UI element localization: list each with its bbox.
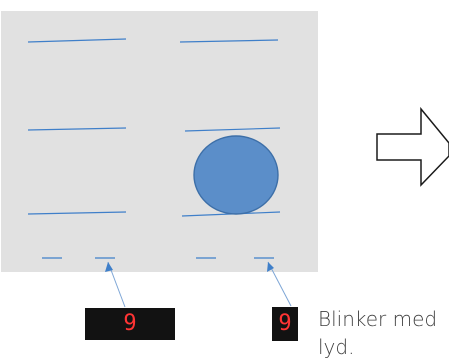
pot-icon <box>193 135 279 215</box>
left-burner-line-top <box>27 38 127 43</box>
left-burner-line-middle <box>27 127 127 131</box>
power-level-digit-left: 9 <box>123 311 137 336</box>
pointer-arrowhead-right-icon <box>267 262 274 272</box>
right-burner-line-top <box>179 39 279 43</box>
blink-caption: Blinker med lyd. <box>318 307 438 359</box>
cooktop-panel <box>1 11 318 272</box>
left-burner-line-bottom <box>27 211 127 215</box>
power-level-display-left: 9 <box>85 308 175 340</box>
pointer-arrowhead-left-icon <box>105 262 113 272</box>
pointer-line-right <box>267 261 292 307</box>
right-arrow-outline-icon <box>376 106 449 187</box>
power-level-display-right: 9 <box>272 307 298 341</box>
right-burner-line-middle <box>184 127 281 132</box>
power-level-digit-right: 9 <box>278 311 292 336</box>
